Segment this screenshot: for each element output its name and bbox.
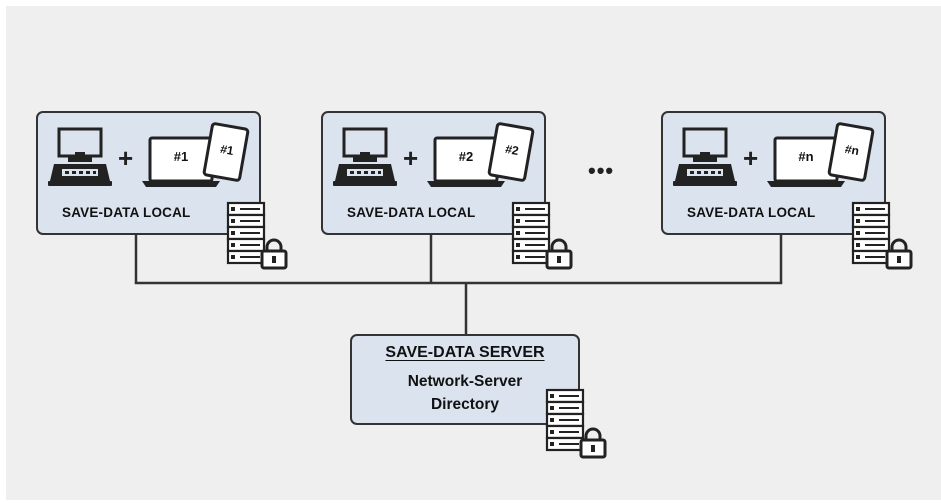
balance-scale-icon <box>48 127 112 187</box>
laptop-icon: #n <box>767 135 845 191</box>
lock-icon <box>579 427 607 459</box>
laptop-label: #n <box>798 149 814 164</box>
balance-scale-icon <box>673 127 737 187</box>
lock-icon <box>260 238 288 270</box>
server-node: SAVE-DATA SERVER Network-Server Director… <box>350 334 580 425</box>
server-line-2: Directory <box>430 396 500 413</box>
server-rack-icon <box>226 201 288 271</box>
ellipsis: ••• <box>588 158 615 183</box>
server-rack-icon <box>851 201 913 271</box>
plus-sign: + <box>743 143 759 173</box>
server-line-1: Network-Server <box>407 373 523 390</box>
local-node-2: + #2 #2 SAVE-DATA LOCAL <box>321 111 546 235</box>
plus-sign: + <box>118 143 134 173</box>
tablet-icon: #2 <box>487 122 535 182</box>
lock-icon <box>885 238 913 270</box>
laptop-label: #1 <box>173 149 189 164</box>
server-rack-icon <box>511 201 573 271</box>
server-rack-icon <box>545 388 607 458</box>
laptop-icon: #1 <box>142 135 220 191</box>
tablet-icon: #1 <box>202 122 250 182</box>
tablet-icon: #n <box>827 122 875 182</box>
server-description: Network-Server Directory <box>352 370 578 416</box>
lock-icon <box>545 238 573 270</box>
node-label: SAVE-DATA LOCAL <box>687 205 816 220</box>
local-node-n: + #n #n SAVE-DATA LOCAL <box>661 111 886 235</box>
local-node-1: + #1 #1 SAVE-DATA LOCAL <box>36 111 261 235</box>
server-title: SAVE-DATA SERVER <box>385 344 545 361</box>
plus-sign: + <box>403 143 419 173</box>
node-label: SAVE-DATA LOCAL <box>62 205 191 220</box>
balance-scale-icon <box>333 127 397 187</box>
laptop-label: #2 <box>458 149 474 164</box>
node-label: SAVE-DATA LOCAL <box>347 205 476 220</box>
